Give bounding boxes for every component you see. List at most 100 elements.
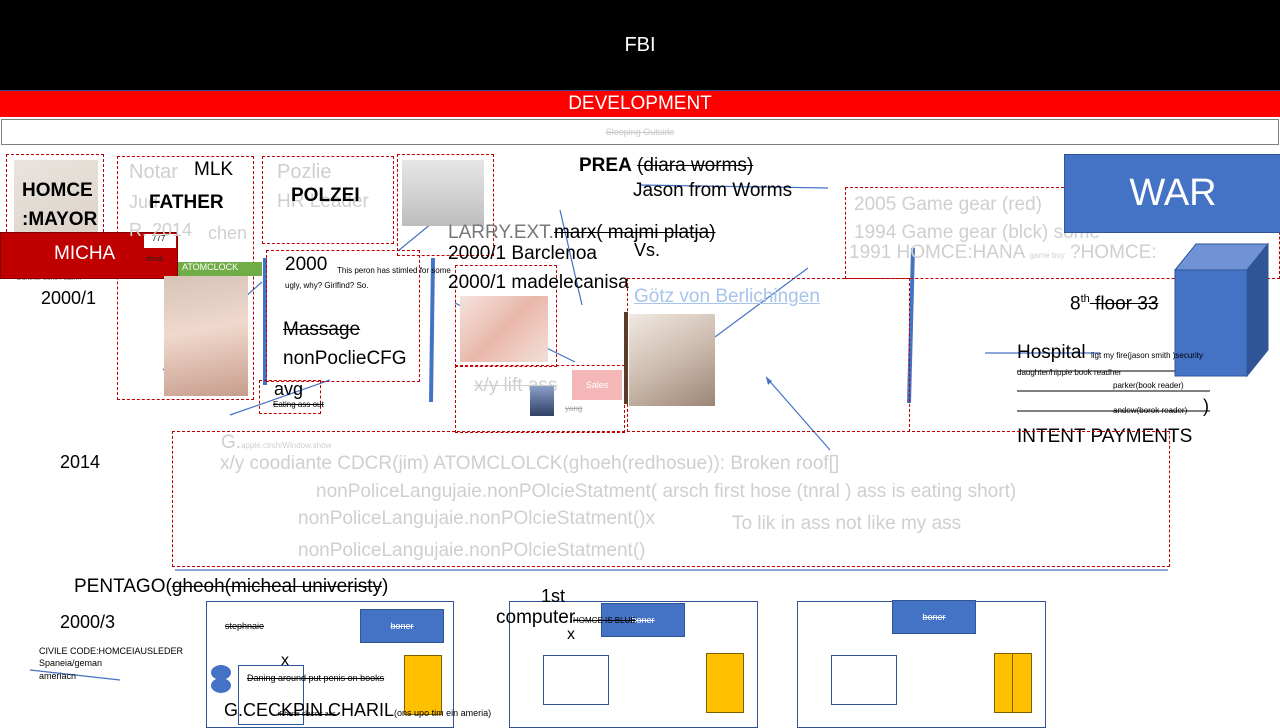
polzei-box	[262, 156, 394, 244]
avg-box	[259, 380, 321, 414]
dancing-label: Daning around put penis on books	[247, 673, 385, 683]
goetz-link[interactable]: Götz von Berlichingen	[634, 286, 820, 307]
floor-rest: floor 33	[1089, 293, 1159, 315]
panel3-boner-button[interactable]: boner	[892, 600, 976, 634]
goetz-bar	[624, 312, 628, 404]
floor-sup: th	[1080, 293, 1090, 305]
daughter-label: daughter/hippie book readher	[1017, 368, 1122, 377]
statement-line-3b: To lik in ass not like my ass	[732, 513, 962, 534]
sales-badge: Sales	[572, 370, 622, 400]
game-gear-1991-small: game boy	[1029, 251, 1065, 260]
jason-label: Jason from Worms	[633, 180, 793, 201]
game-gear-2005: 2005 Game gear (red)	[854, 194, 1042, 215]
polzei-notes-box	[266, 250, 420, 382]
development-banner: DEVELOPMENT	[0, 91, 1280, 117]
father-photo	[164, 276, 248, 396]
civile-american-label: ameriacn	[39, 671, 77, 681]
statement-g-prefix: G.	[221, 432, 242, 453]
game-gear-1991-end: ?HOMCE:	[1070, 242, 1157, 263]
statement-line-1: x/y coodiante CDCR(jim) ATOMCLOLCK(ghoeh…	[220, 453, 840, 474]
page-title: FBI	[624, 33, 656, 56]
madele-box	[455, 265, 557, 367]
vs-label: Vs.	[634, 240, 661, 260]
madele-label: 2000/1 madelecanisa	[448, 272, 629, 293]
panel1-yellow-block	[404, 655, 442, 715]
civile-code-label: CIVILE CODE:HOMCEIAUSLEDER	[39, 646, 184, 656]
pentago-suffix: )	[382, 576, 389, 597]
polzei-faded-pozlie: Pozlie	[277, 161, 332, 183]
parker-label: parker(book reader)	[1113, 381, 1184, 390]
pentago-prefix: PENTAGO(	[74, 576, 172, 597]
father-box	[117, 156, 254, 400]
andew-label: andew(borok reader)	[1113, 406, 1188, 415]
year-2000-3: 2000/3	[60, 612, 116, 632]
first-label: 1st	[541, 586, 566, 606]
polzei-faded-leader: HR Leader	[277, 191, 369, 212]
yang-label: yang	[565, 404, 583, 413]
sub-banner-label: Sleeping Outside	[605, 127, 675, 137]
homce-blue-label: HOMCE IS BLUE	[573, 616, 636, 625]
prea-bold: PREA	[579, 155, 632, 176]
prea-paren: (diara worms)	[637, 155, 754, 176]
game-gear-1991-text: 1991 HOMCE:HANA	[849, 242, 1025, 263]
nonpoliecfg-label: nonPoclieCFG	[283, 348, 407, 369]
computer-label: computer	[496, 607, 576, 628]
hospital-note: ligt my fire(jason smith )security	[1090, 351, 1203, 360]
avg-label: avg	[274, 379, 304, 399]
andew-paren: )	[1203, 396, 1209, 416]
panel1-x: x	[281, 652, 289, 669]
massage-label: Massage	[283, 319, 361, 340]
statement-line-2: nonPoliceLangujaie.nonPOlcieStatment( ar…	[316, 481, 1017, 502]
game-gear-1991: 1991 HOMCE:HANA game boy ?HOMCE:	[849, 242, 1157, 264]
pentago-label: PENTAGO(gheoh(micheal univeristy)	[74, 576, 388, 598]
prea-label: PREA (diara worms)	[579, 155, 753, 177]
checkpoint-label: G.CECKPIN CHARIL(ons upo tim ein ameria)	[224, 700, 491, 721]
panel3-yellow-block	[994, 653, 1032, 713]
panel3-yellow-divider	[1012, 654, 1013, 712]
panel3-empty-box	[831, 655, 897, 705]
year-2000-1: 2000/1	[41, 288, 97, 308]
mlk-label: MLK	[194, 159, 234, 180]
micha-label: MICHA	[54, 243, 116, 264]
panel2-yellow-block	[706, 653, 744, 713]
statement-line-4: nonPoliceLangujaie.nonPOlcieStatment()	[298, 540, 646, 561]
yang-photo	[530, 386, 554, 416]
hospital-label: Hospital ligt my fire(jason smith )secur…	[1017, 342, 1203, 364]
panel1-boner-button[interactable]: boner	[360, 609, 444, 643]
panel1-small-label: iPhone classic ass	[278, 711, 336, 718]
panel2-boner-button[interactable]: boner	[601, 603, 685, 637]
game-gear-1994: 1994 Game gear (blck) some	[854, 222, 1101, 243]
civile-country-label: Spaneia/geman	[39, 658, 103, 668]
polzei-title: POLZEI	[291, 185, 360, 206]
year-2014: 2014	[60, 452, 101, 472]
development-label: DEVELOPMENT	[568, 93, 712, 114]
person-icon-head	[211, 665, 231, 680]
father-faded-notar: Notar	[129, 161, 178, 183]
statement-g-small: apple.ctrsh/Window.show	[241, 441, 332, 450]
homce-mayor-title: :MAYOR	[22, 209, 98, 230]
hospital-text: Hospital	[1017, 342, 1086, 363]
larry-strike: marx( majmi platja)	[553, 222, 716, 243]
larry-label: LARRY.EXT.marx( majmi platja)	[448, 222, 716, 244]
street-image-box	[397, 154, 494, 256]
statement-line-3: nonPoliceLangujaie.nonPOlcieStatment()x	[298, 508, 655, 529]
atomclock-tag: ATOMCLOCK	[178, 262, 262, 276]
homce-title: HOMCE	[22, 180, 93, 201]
statement-box	[172, 431, 1170, 567]
statement-g: G.apple.ctrsh/Window.show	[221, 432, 331, 454]
polzei-year: 2000	[285, 254, 328, 275]
father-faded-jud: Jud	[129, 192, 159, 212]
goetz-portrait	[629, 314, 715, 406]
checkpoint-small: (ons upo tim ein ameria)	[394, 708, 492, 718]
stephnaie-label: stephnaie	[225, 621, 265, 631]
polzei-note: This peron has stimled for some ugly, wh…	[285, 266, 451, 290]
panel2-empty-box	[543, 655, 609, 705]
sub-banner: Sleeping Outside	[1, 119, 1279, 145]
larry-prefix: LARRY.EXT.	[448, 222, 554, 243]
micha-tag-777: 777	[144, 234, 176, 248]
floor-number: 8	[1070, 293, 1081, 315]
pentago-strike: gheoh(micheal univeristy	[171, 576, 382, 597]
war-box: WAR	[1064, 154, 1280, 233]
street-photo	[402, 160, 484, 226]
